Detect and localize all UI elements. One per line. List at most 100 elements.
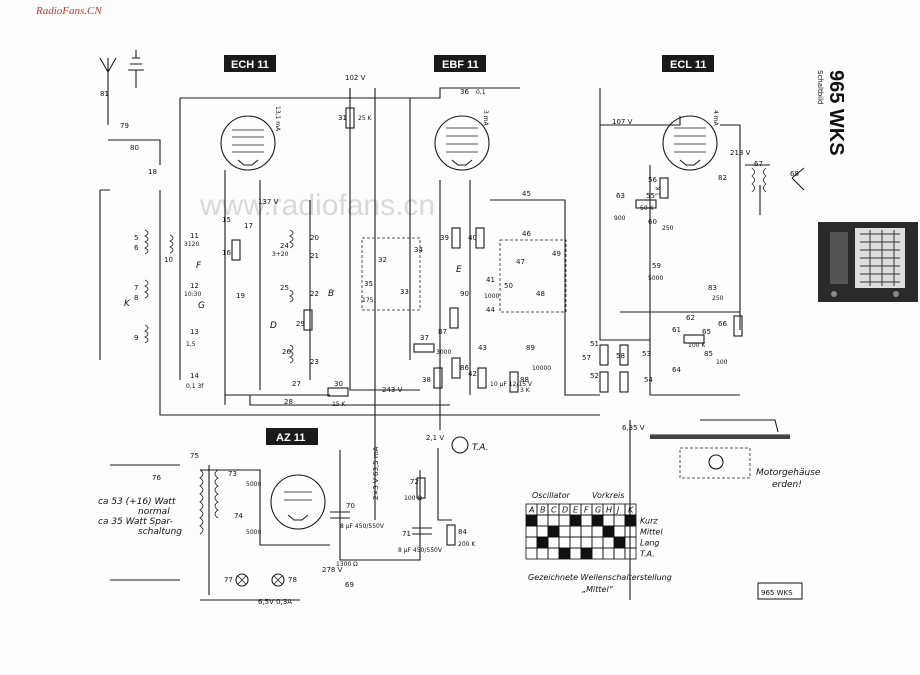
svg-text:73: 73 (228, 470, 237, 478)
svg-text:200 K: 200 K (458, 541, 476, 548)
tube-ech11 (220, 115, 276, 171)
svg-text:23: 23 (310, 358, 319, 366)
svg-text:15: 15 (222, 216, 231, 224)
svg-text:24: 24 (280, 242, 289, 250)
tube-ebf11 (434, 115, 490, 171)
svg-text:250: 250 (662, 225, 674, 232)
svg-text:51: 51 (590, 340, 599, 348)
svg-text:83: 83 (708, 284, 717, 292)
svg-text:68: 68 (790, 170, 799, 178)
svg-text:B: B (328, 289, 334, 299)
svg-text:80: 80 (130, 144, 139, 152)
svg-text:2×3 V 63,5 mA: 2×3 V 63,5 mA (372, 446, 380, 500)
switch-contact-open (558, 514, 571, 527)
svg-text:12: 12 (190, 282, 199, 290)
switch-contact-open (580, 514, 593, 527)
svg-text:Vorkreis: Vorkreis (592, 491, 624, 500)
svg-text:9: 9 (134, 334, 138, 342)
voltage-labels: 102 V 107 V 137 V 213 V 243 V 278 V 2,1 … (258, 74, 751, 606)
svg-text:5000: 5000 (648, 275, 663, 282)
svg-text:19: 19 (236, 292, 245, 300)
svg-text:21: 21 (310, 252, 319, 260)
switch-contact-open (536, 547, 549, 560)
svg-text:70: 70 (346, 502, 355, 510)
svg-text:Oscillator: Oscillator (532, 491, 570, 500)
switch-contact-open (547, 536, 560, 549)
svg-text:278 V: 278 V (322, 566, 343, 574)
svg-text:100: 100 (716, 359, 728, 366)
svg-text:13: 13 (190, 328, 199, 336)
svg-text:50: 50 (504, 282, 513, 290)
switch-table-column-label: K (628, 506, 634, 515)
svg-text:33: 33 (400, 288, 409, 296)
svg-text:17: 17 (244, 222, 253, 230)
switch-table-header-cell (613, 503, 626, 516)
switch-table-column-label: D (562, 506, 568, 515)
switch-contact-open (613, 547, 626, 560)
svg-text:28: 28 (284, 398, 293, 406)
switch-contact-closed (525, 514, 538, 527)
svg-text:ECL 11: ECL 11 (670, 59, 707, 71)
svg-text:22: 22 (310, 290, 319, 298)
radio-photo (818, 222, 918, 302)
switch-contact-open (569, 525, 582, 538)
svg-text:1300 Ω: 1300 Ω (336, 561, 358, 568)
switch-contact-open (591, 547, 604, 560)
switch-contact-open (580, 536, 593, 549)
svg-text:81: 81 (100, 90, 109, 98)
svg-text:213 V: 213 V (730, 149, 751, 157)
svg-text:25: 25 (280, 284, 289, 292)
svg-text:15 K: 15 K (332, 401, 347, 408)
svg-text:36: 36 (460, 88, 469, 96)
svg-text:250: 250 (712, 295, 724, 302)
svg-text:57: 57 (582, 354, 591, 362)
svg-text:49: 49 (552, 250, 561, 258)
svg-text:14: 14 (190, 372, 199, 380)
antenna-symbol (99, 50, 144, 88)
switch-contact-closed (591, 514, 604, 527)
switch-table-row-label: Lang (640, 539, 660, 548)
switch-contact-closed (536, 536, 549, 549)
svg-text:72: 72 (410, 478, 419, 486)
switch-contact-open (525, 525, 538, 538)
svg-text:44: 44 (486, 306, 495, 314)
svg-text:77: 77 (224, 576, 233, 584)
svg-text:5000: 5000 (246, 529, 261, 536)
svg-text:D: D (270, 321, 277, 331)
switch-contact-closed (547, 525, 560, 538)
switch-contact-open (602, 536, 615, 549)
svg-text:3 mA: 3 mA (482, 110, 489, 127)
switch-contact-closed (602, 525, 615, 538)
tube-label-ecl11: ECL 11 (662, 55, 714, 72)
switch-contact-open (547, 547, 560, 560)
svg-text:67: 67 (754, 160, 763, 168)
svg-text:3000: 3000 (436, 349, 451, 356)
svg-text:69: 69 (345, 581, 354, 589)
svg-text:6,35 V: 6,35 V (622, 424, 645, 432)
svg-text:normal: normal (138, 507, 170, 517)
svg-text:4 mA: 4 mA (712, 110, 719, 127)
svg-text:26: 26 (282, 348, 291, 356)
svg-text:20: 20 (310, 234, 319, 242)
svg-text:243 V: 243 V (382, 386, 403, 394)
svg-text:AZ 11: AZ 11 (276, 432, 305, 444)
svg-text:8: 8 (134, 294, 138, 302)
svg-text:45: 45 (522, 190, 531, 198)
svg-text:5: 5 (134, 234, 138, 242)
svg-text:900: 900 (614, 215, 626, 222)
svg-text:K: K (124, 299, 131, 309)
svg-text:11: 11 (190, 232, 199, 240)
schematic-subtitle: Schaltbild (816, 70, 824, 104)
svg-text:75: 75 (190, 452, 199, 460)
svg-text:48: 48 (536, 290, 545, 298)
switch-contact-open (624, 547, 637, 560)
svg-text:E: E (456, 265, 462, 275)
svg-text:10:30: 10:30 (184, 291, 201, 298)
svg-text:54: 54 (644, 376, 653, 384)
svg-text:40: 40 (468, 234, 477, 242)
svg-text:32: 32 (378, 256, 387, 264)
tube-ecl11 (662, 115, 718, 171)
switch-contact-open (525, 547, 538, 560)
